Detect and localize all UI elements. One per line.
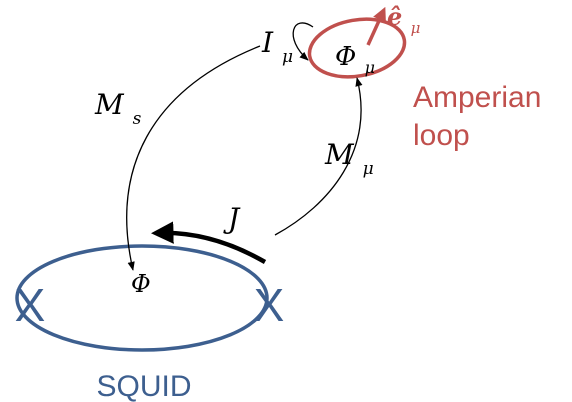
unit-vector-sub: μ [411,19,421,37]
unit-vector-main: ê [387,2,402,31]
i-mu-main: I [261,26,274,59]
amperian-caption-line1: Amperian [413,81,541,114]
unit-vector-arrow [366,6,386,46]
squid-loop [15,244,269,352]
j-label: J [223,202,241,235]
mutual-inductance-mmu-arrow [274,77,363,236]
junction-left-label: X [15,279,46,331]
mutual-inductance-ms-arrow [126,45,261,271]
supercurrent-j-arrow [151,221,267,264]
i-mu-label: I μ [261,26,293,67]
m-s-main: M [94,88,125,121]
m-s-label: M s [94,88,142,129]
unit-vector-label: ê μ [387,2,420,37]
squid-caption: SQUID [96,370,191,402]
phi-mu-label: Φ μ [335,42,375,77]
m-mu-main: M [324,138,355,171]
i-mu-sub: μ [282,47,293,67]
m-mu-label: M μ [324,138,374,179]
phi-mu-sub: μ [365,58,375,77]
phi-label: Φ [131,270,151,298]
amperian-caption-line2: loop [413,119,470,152]
amperian-loop [307,17,407,79]
m-mu-sub: μ [363,159,374,179]
phi-mu-main: Φ [335,42,356,72]
m-s-sub: s [133,109,142,129]
junction-right-label: X [254,279,285,331]
current-circulation-arrow [292,22,314,61]
